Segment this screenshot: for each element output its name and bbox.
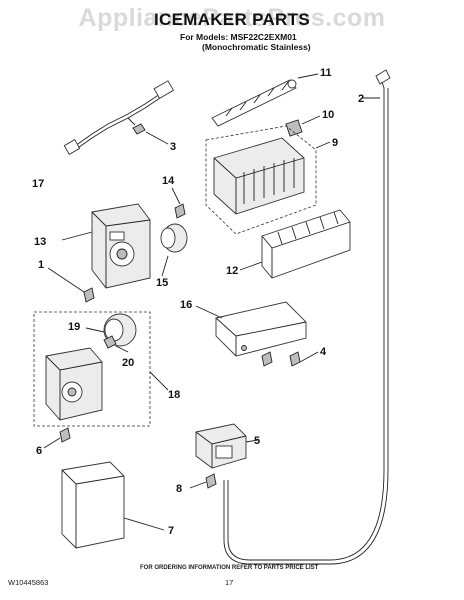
callout-5: 5 <box>254 435 260 447</box>
part-14-screw <box>171 187 186 219</box>
callout-11: 11 <box>320 67 332 79</box>
document-number: W10445863 <box>8 578 49 587</box>
part-19-motor-gear <box>85 313 137 347</box>
callout-3: 3 <box>170 141 176 153</box>
model-finish: (Monochromatic Stainless) <box>202 42 311 52</box>
callout-1: 1 <box>38 259 44 271</box>
part-4-screws <box>261 351 319 367</box>
callout-17: 17 <box>32 178 44 190</box>
watermark: AppliancePartsPros.com <box>78 4 386 32</box>
part-17-wire-harness <box>63 80 175 155</box>
part-12-stripper <box>239 209 351 279</box>
callout-12: 12 <box>226 265 238 277</box>
part-20-shaft <box>103 335 129 353</box>
ordering-note: FOR ORDERING INFORMATION REFER TO PARTS … <box>140 565 319 571</box>
callout-4: 4 <box>320 346 327 358</box>
model-info: For Models: MSF22C2EXM01 (Monochromatic … <box>180 32 311 52</box>
callout-7: 7 <box>168 525 174 537</box>
icemaker-plate <box>45 347 103 421</box>
part-1-screw <box>47 267 95 303</box>
callout-15: 15 <box>156 277 168 289</box>
callout-9: 9 <box>332 137 338 149</box>
part-9-mold <box>205 125 331 235</box>
part-7-insulation <box>61 461 165 549</box>
part-16-cover <box>195 301 307 357</box>
callout-10: 10 <box>322 109 334 121</box>
page-title: ICEMAKER PARTS <box>154 10 310 29</box>
part-8-screw <box>189 473 217 489</box>
callout-6: 6 <box>36 445 42 457</box>
part-5-water-valve <box>195 423 259 469</box>
callout-2: 2 <box>358 93 364 105</box>
part-11-ejector <box>211 73 319 127</box>
part-18-assembly <box>33 311 169 427</box>
callout-16: 16 <box>180 299 192 311</box>
part-13-control-housing <box>61 203 151 289</box>
part-15-motor <box>160 223 188 277</box>
model-number: For Models: MSF22C2EXM01 <box>180 32 297 42</box>
callout-18: 18 <box>168 389 180 401</box>
part-6-screw <box>43 427 71 449</box>
callout-14: 14 <box>162 175 175 187</box>
callout-13: 13 <box>34 236 46 248</box>
callout-20: 20 <box>122 357 134 369</box>
part-2-fill-tube <box>223 69 391 565</box>
part-3-clip <box>132 123 169 145</box>
callout-19: 19 <box>68 321 80 333</box>
part-10-bracket <box>285 115 321 137</box>
callout-8: 8 <box>176 483 182 495</box>
page-number: 17 <box>225 578 234 587</box>
